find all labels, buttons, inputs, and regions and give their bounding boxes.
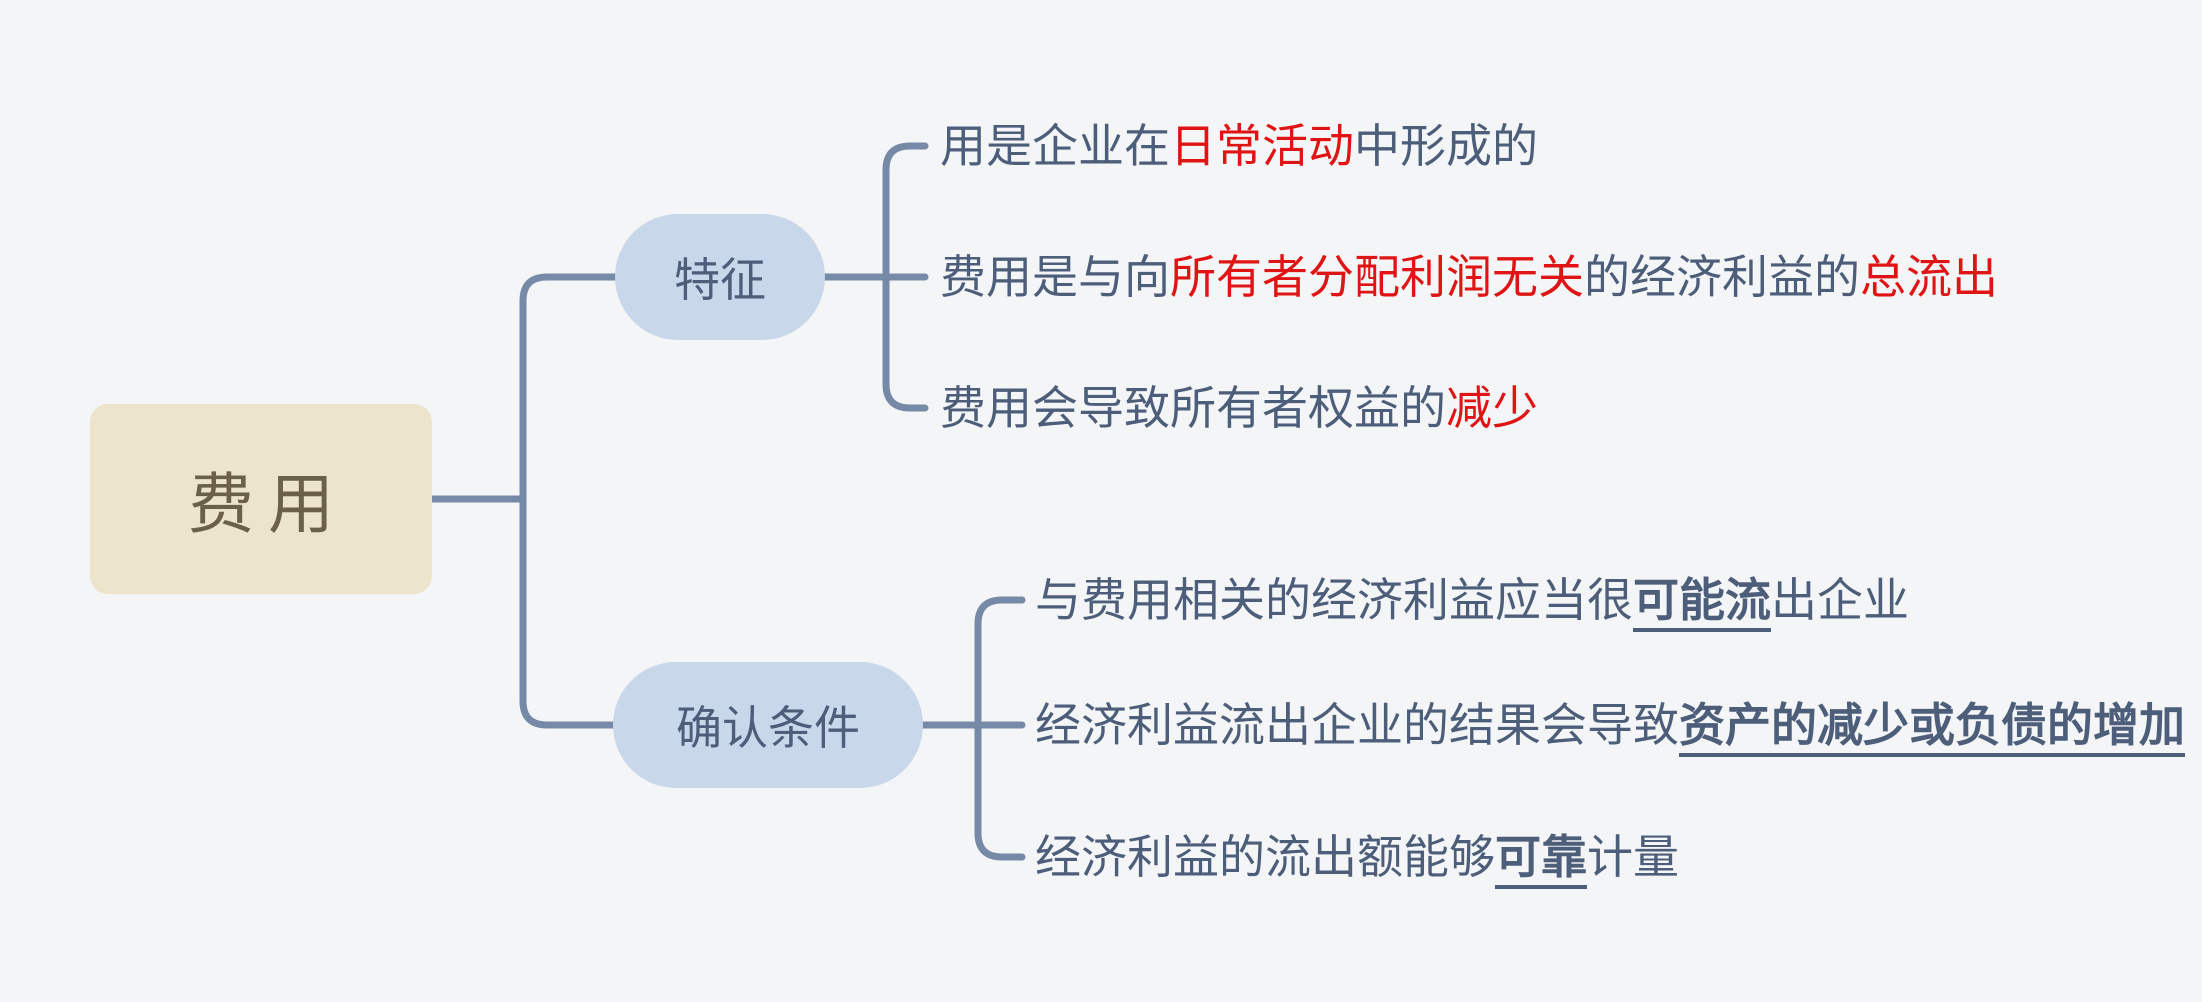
branch-node-recognition-conditions[interactable]: 确认条件 xyxy=(613,662,923,788)
text-segment-bold-underline: 资产的减少或负债的增加 xyxy=(1679,699,2185,757)
leaf-node-asset-decrease-or-liability-increase[interactable]: 经济利益流出企业的结果会导致资产的减少或负债的增加 xyxy=(1035,691,2185,759)
text-segment-red: 总流出 xyxy=(1860,251,1998,303)
text-segment-normal: 用是企业在 xyxy=(940,120,1170,172)
text-segment-normal: 经济利益流出企业的结果会导致 xyxy=(1035,699,1679,751)
text-segment-red: 所有者分配利润无关 xyxy=(1170,251,1584,303)
text-segment-normal: 费用会导致所有者权益的 xyxy=(940,382,1446,434)
leaf-node-owner-equity-decrease[interactable]: 费用会导致所有者权益的减少 xyxy=(940,374,1538,442)
root-node-label: 费用 xyxy=(188,467,348,541)
root-node-expense[interactable]: 费用 xyxy=(90,404,432,594)
text-segment-normal: 计量 xyxy=(1587,831,1679,883)
text-segment-bold-underline: 可靠 xyxy=(1495,831,1587,889)
leaf-node-reliably-measurable[interactable]: 经济利益的流出额能够可靠计量 xyxy=(1035,823,1679,891)
text-segment-normal: 经济利益的流出额能够 xyxy=(1035,831,1495,883)
leaf-node-daily-activities[interactable]: 用是企业在日常活动中形成的 xyxy=(940,112,1538,180)
branch-node-characteristics[interactable]: 特征 xyxy=(615,214,825,340)
text-segment-bold-underline: 可能流 xyxy=(1633,574,1771,632)
connector-trunk xyxy=(519,273,619,729)
text-segment-normal: 出企业 xyxy=(1771,574,1909,626)
text-segment-normal: 费用是与向 xyxy=(940,251,1170,303)
text-segment-normal: 中形成的 xyxy=(1354,120,1538,172)
branch-node-label: 特征 xyxy=(674,254,766,306)
branch-node-label: 确认条件 xyxy=(676,702,860,754)
text-segment-red: 减少 xyxy=(1446,382,1538,434)
leaf-node-likely-outflow[interactable]: 与费用相关的经济利益应当很可能流出企业 xyxy=(1035,566,1909,634)
leaf-node-unrelated-to-profit-distribution[interactable]: 费用是与向所有者分配利润无关的经济利益的总流出 xyxy=(940,243,1998,311)
text-segment-normal: 与费用相关的经济利益应当很 xyxy=(1035,574,1633,626)
text-segment-red: 日常活动 xyxy=(1170,120,1354,172)
text-segment-normal: 的经济利益的 xyxy=(1584,251,1860,303)
